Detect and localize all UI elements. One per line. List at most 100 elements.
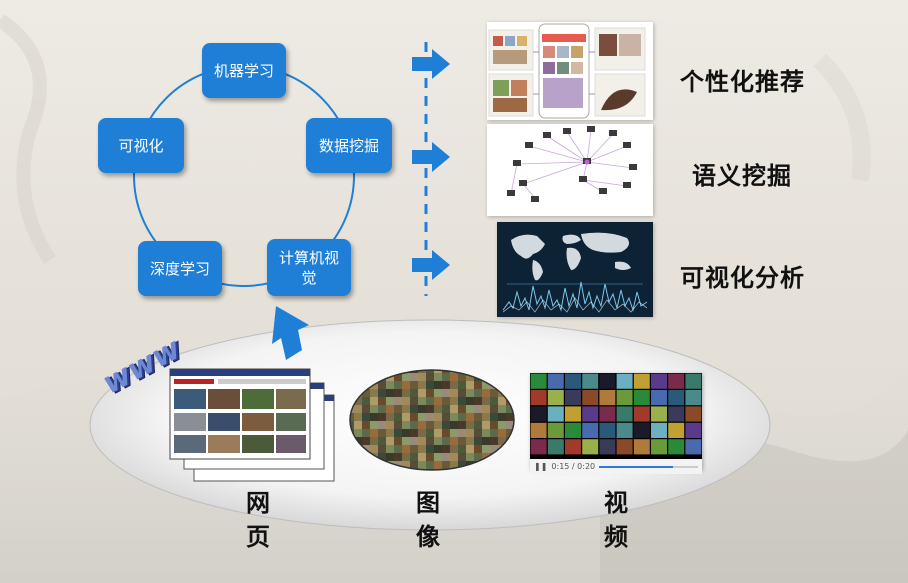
video-thumbnail[interactable] xyxy=(547,373,564,389)
video-thumbnail[interactable] xyxy=(582,439,599,455)
video-thumbnail[interactable] xyxy=(530,373,547,389)
video-thumbnail[interactable] xyxy=(651,373,667,389)
video-thumbnail[interactable] xyxy=(530,422,547,438)
mosaic-tile xyxy=(350,370,354,373)
mosaic-tile xyxy=(514,397,518,405)
video-thumbnail[interactable] xyxy=(530,406,547,422)
mosaic-tile xyxy=(450,445,458,453)
video-thumbnail[interactable] xyxy=(599,422,616,438)
mosaic-tile xyxy=(410,429,418,437)
video-thumbnail[interactable] xyxy=(651,439,667,455)
mosaic-tile xyxy=(466,469,474,470)
video-thumbnail[interactable] xyxy=(582,406,599,422)
mosaic-tile xyxy=(350,469,354,470)
mosaic-tile xyxy=(354,461,362,469)
video-thumbnail[interactable] xyxy=(547,390,564,406)
video-thumbnail[interactable] xyxy=(633,422,650,438)
node-data-mining: 数据挖掘 xyxy=(306,118,392,173)
mosaic-tile xyxy=(490,389,498,397)
video-thumbnail[interactable] xyxy=(685,390,702,406)
mosaic-tile xyxy=(410,405,418,413)
mosaic-tile xyxy=(394,429,402,437)
mosaic-tile xyxy=(418,421,426,429)
video-thumbnail[interactable] xyxy=(530,390,547,406)
video-thumbnail[interactable] xyxy=(668,439,685,455)
mosaic-tile xyxy=(474,429,482,437)
pause-icon[interactable]: ❚❚ xyxy=(534,462,548,471)
mosaic-tile xyxy=(458,421,466,429)
video-thumbnail[interactable] xyxy=(633,373,650,389)
video-thumbnail[interactable] xyxy=(616,422,633,438)
mosaic-tile xyxy=(402,373,410,381)
mosaic-tile xyxy=(506,373,514,381)
mosaic-tile xyxy=(418,370,426,373)
video-thumbnail[interactable] xyxy=(582,390,599,406)
video-thumbnail[interactable] xyxy=(616,439,633,455)
video-thumbnail[interactable] xyxy=(633,439,650,455)
video-thumbnail[interactable] xyxy=(565,422,581,438)
mosaic-tile xyxy=(498,373,506,381)
video-thumbnail[interactable] xyxy=(633,406,650,422)
video-controls[interactable]: ❚❚ 0:15 / 0:20 xyxy=(530,459,702,474)
video-thumbnail[interactable] xyxy=(547,406,564,422)
mosaic-tile xyxy=(434,453,442,461)
mosaic-tile xyxy=(482,405,490,413)
mosaic-tile xyxy=(482,389,490,397)
video-thumbnail[interactable] xyxy=(582,422,599,438)
video-thumbnail[interactable] xyxy=(668,406,685,422)
video-thumbnail[interactable] xyxy=(530,439,547,455)
video-thumbnail[interactable] xyxy=(565,373,581,389)
video-thumbnail[interactable] xyxy=(616,390,633,406)
video-thumbnail[interactable] xyxy=(651,406,667,422)
mosaic-tile xyxy=(426,397,434,405)
video-thumbnail[interactable] xyxy=(651,390,667,406)
video-thumbnail[interactable] xyxy=(599,406,616,422)
mosaic-tile xyxy=(370,370,378,373)
video-thumbnail[interactable] xyxy=(685,406,702,422)
video-thumbnail[interactable] xyxy=(616,406,633,422)
video-thumbnail[interactable] xyxy=(565,390,581,406)
mosaic-tile xyxy=(450,453,458,461)
video-thumbnail[interactable] xyxy=(668,390,685,406)
video-progress-bar[interactable] xyxy=(599,465,698,468)
video-thumbnail[interactable] xyxy=(582,373,599,389)
mosaic-tile xyxy=(482,469,490,470)
video-thumbnail[interactable] xyxy=(547,439,564,455)
video-thumbnail[interactable] xyxy=(685,373,702,389)
video-thumbnail[interactable] xyxy=(547,422,564,438)
video-thumbnail[interactable] xyxy=(651,422,667,438)
mosaic-tile xyxy=(394,453,402,461)
video-thumbnail[interactable] xyxy=(685,439,702,455)
video-thumbnail[interactable] xyxy=(599,373,616,389)
video-thumbnail[interactable] xyxy=(599,439,616,455)
mosaic-tile xyxy=(490,421,498,429)
mosaic-tile xyxy=(410,397,418,405)
mosaic-tile xyxy=(506,469,514,470)
mosaic-tile xyxy=(362,437,370,445)
mosaic-tile xyxy=(466,373,474,381)
video-thumbnail[interactable] xyxy=(685,422,702,438)
mosaic-tile xyxy=(490,370,498,373)
mosaic-tile xyxy=(394,373,402,381)
mosaic-tile xyxy=(466,429,474,437)
mosaic-tile xyxy=(370,405,378,413)
video-thumbnail[interactable] xyxy=(565,439,581,455)
mosaic-tile xyxy=(490,397,498,405)
node-label: 数据挖掘 xyxy=(318,136,379,155)
mosaic-tile xyxy=(386,445,394,453)
mosaic-tile xyxy=(362,429,370,437)
video-thumbnail[interactable] xyxy=(633,390,650,406)
mosaic-tile xyxy=(434,461,442,469)
video-thumbnail[interactable] xyxy=(616,373,633,389)
video-thumbnail[interactable] xyxy=(668,422,685,438)
mosaic-tile xyxy=(350,389,354,397)
video-thumbnail[interactable] xyxy=(599,390,616,406)
mosaic-tile xyxy=(442,461,450,469)
mosaic-tile xyxy=(426,421,434,429)
mosaic-tile xyxy=(442,453,450,461)
mosaic-tile xyxy=(402,381,410,389)
mosaic-tile xyxy=(466,397,474,405)
video-thumbnail[interactable] xyxy=(565,406,581,422)
mosaic-tile xyxy=(466,405,474,413)
video-thumbnail[interactable] xyxy=(668,373,685,389)
